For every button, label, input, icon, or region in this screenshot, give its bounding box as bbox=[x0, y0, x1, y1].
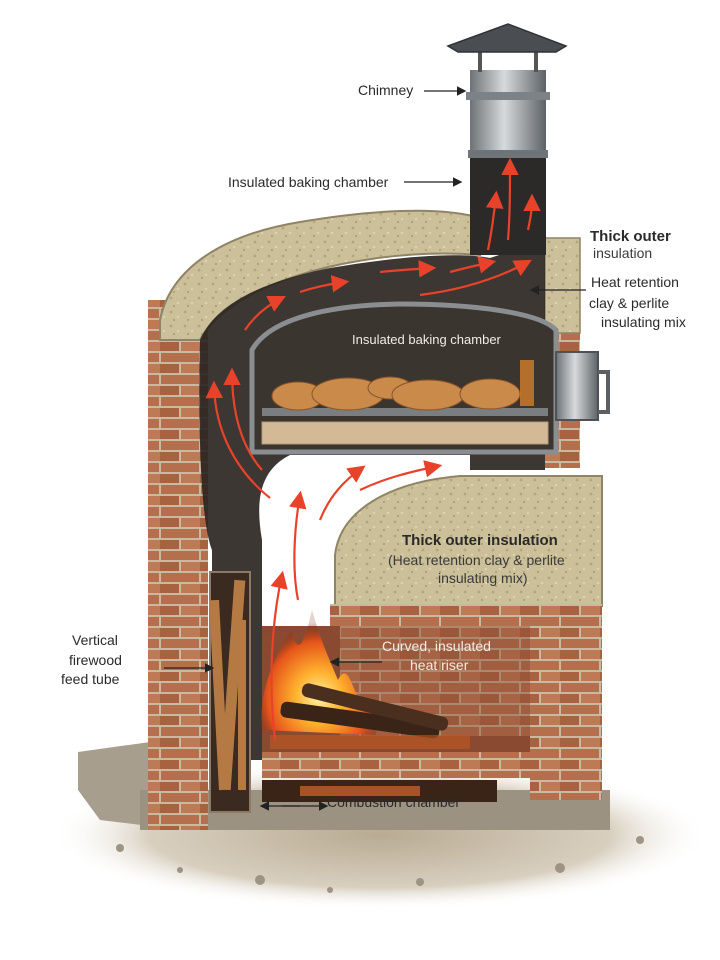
heat-arrow bbox=[318, 465, 366, 521]
label-outer-baking-chamber: Insulated baking chamber bbox=[228, 174, 389, 190]
label-heat-retention-mid-1: (Heat retention clay & perlite bbox=[388, 552, 565, 568]
mid-brick-band bbox=[330, 604, 602, 626]
heat-arrow bbox=[223, 367, 263, 471]
label-riser-1: Curved, insulated bbox=[382, 638, 491, 654]
left-brick-wall bbox=[148, 300, 208, 830]
embers bbox=[270, 735, 470, 749]
heat-flow-arrows bbox=[205, 157, 541, 741]
heat-arrow bbox=[379, 259, 437, 278]
label-feed-tube-1: Vertical bbox=[72, 632, 118, 648]
feed-tube-firewood bbox=[209, 579, 246, 791]
label-feed-tube-2: firewood bbox=[69, 652, 122, 668]
log bbox=[301, 683, 449, 731]
heat-arrow bbox=[299, 275, 350, 294]
heat-arrow bbox=[485, 190, 504, 251]
chamber-back-glow bbox=[520, 360, 534, 406]
log bbox=[280, 701, 440, 739]
chimney-band bbox=[466, 92, 550, 100]
label-thick-outer-top-1: Thick outer bbox=[590, 228, 671, 245]
label-heat-retention-top-1: Heat retention bbox=[591, 274, 679, 290]
label-combustion-chamber: Combustion chamber bbox=[327, 794, 461, 810]
heat-arrow bbox=[244, 296, 286, 331]
heat-arrow bbox=[270, 570, 288, 741]
base-slab bbox=[78, 742, 150, 826]
heat-arrow bbox=[205, 380, 271, 499]
baking-floor-tiles bbox=[261, 421, 549, 445]
firebox-floor bbox=[262, 752, 542, 778]
heat-arrow bbox=[523, 193, 541, 231]
outer-cob-right bbox=[544, 237, 581, 334]
heat-arrow bbox=[359, 460, 443, 491]
label-feed-tube-3: feed tube bbox=[61, 671, 120, 687]
label-heat-retention-mid-2: insulating mix) bbox=[438, 570, 528, 586]
label-thick-outer-mid: Thick outer insulation bbox=[402, 532, 558, 549]
combustion-glow bbox=[300, 786, 420, 796]
chimney-collar bbox=[468, 150, 548, 158]
chimney-cap-post-right bbox=[534, 48, 538, 72]
burning-logs bbox=[270, 683, 470, 749]
bread-loaf bbox=[459, 378, 521, 410]
label-thick-outer-top-2: insulation bbox=[593, 245, 653, 261]
heat-arrow bbox=[449, 256, 497, 274]
label-chimney: Chimney bbox=[358, 82, 414, 98]
chimney-pipe bbox=[470, 70, 546, 155]
bread-loaves bbox=[271, 376, 521, 411]
label-inner-baking-chamber: Insulated baking chamber bbox=[352, 332, 501, 347]
chimney-cap bbox=[446, 23, 568, 53]
label-heat-retention-top-2: clay & perlite bbox=[589, 295, 670, 311]
firewood-stick bbox=[238, 620, 246, 790]
door-handle[interactable] bbox=[598, 370, 610, 414]
label-heat-retention-top-3: insulating mix bbox=[601, 314, 686, 330]
oven-door[interactable] bbox=[555, 351, 599, 421]
heat-arrow bbox=[501, 157, 519, 241]
heat-arrow bbox=[419, 259, 532, 297]
baking-rack bbox=[262, 408, 548, 416]
label-riser-2: heat riser bbox=[410, 657, 469, 673]
mid-cob-insulation bbox=[334, 475, 603, 607]
chimney-cap-post-left bbox=[478, 48, 482, 72]
bread-loaf bbox=[391, 379, 465, 411]
leader-lines bbox=[164, 86, 586, 811]
heat-arrow bbox=[289, 490, 307, 601]
